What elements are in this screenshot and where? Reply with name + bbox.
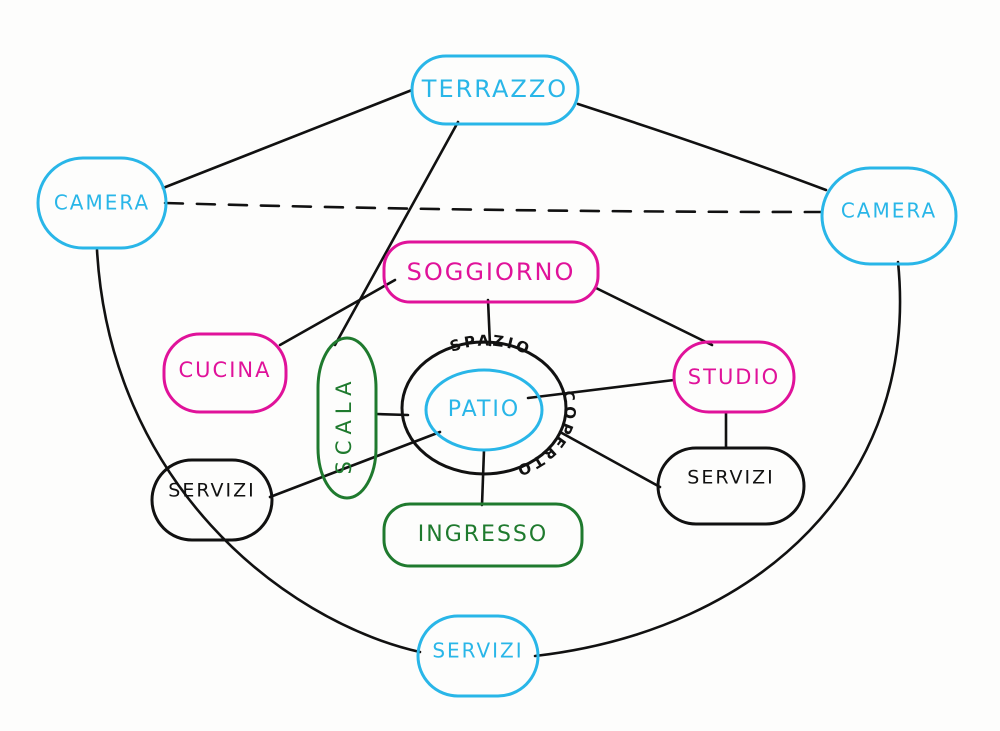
node-servizi-right: SERVIZI	[656, 446, 806, 526]
edge-camera-left-camera-right	[163, 201, 824, 214]
ring-word-spazio: SPAZIO	[448, 332, 535, 360]
node-terrazzo: TERRAZZO	[410, 54, 580, 126]
node-soggiorno-shape	[382, 240, 600, 304]
node-servizi-left: SERVIZI	[150, 458, 274, 542]
edge-patio-ingresso	[480, 448, 486, 507]
node-studio: STUDIO	[672, 340, 796, 414]
edge-studio-patio	[526, 378, 676, 400]
node-camera-left: CAMERA	[36, 156, 168, 250]
node-cucina-label: CUCINA	[179, 358, 272, 382]
node-camera-right: CAMERA	[820, 166, 958, 266]
node-ingresso-label: INGRESSO	[418, 522, 548, 547]
node-scala-shape	[316, 336, 378, 500]
node-spazio-coperto-shape	[400, 340, 568, 476]
node-servizi-left-shape	[150, 458, 274, 542]
node-camera-left-label: CAMERA	[54, 191, 150, 215]
node-servizi-right-label: SERVIZI	[687, 467, 774, 489]
node-servizi-bottom: SERVIZI	[416, 614, 540, 698]
edge-soggiorno-spazio-coperto	[486, 298, 492, 347]
node-servizi-right-shape	[656, 446, 806, 526]
nodes: TERRAZZO CAMERA CAMERA SOGGIORNO CUCINA …	[36, 54, 958, 698]
ring-word-coperto: COPERTO	[513, 389, 580, 480]
node-camera-left-shape	[36, 156, 168, 250]
ring-word-coperto-path: COPERTO	[513, 389, 577, 480]
node-scala-label: SCALA	[332, 376, 356, 475]
node-cucina: CUCINA	[162, 332, 288, 414]
edge-terrazzo-scala	[333, 120, 460, 347]
node-servizi-left-label: SERVIZI	[168, 480, 255, 502]
node-studio-shape	[672, 340, 796, 414]
node-studio-label: STUDIO	[688, 365, 780, 389]
edge-camera-right-servizi-bottom	[533, 260, 902, 658]
node-terrazzo-label: TERRAZZO	[421, 75, 568, 103]
edge-spazio-coperto-servizi-right	[558, 430, 662, 489]
edges	[95, 88, 902, 658]
node-servizi-bottom-label: SERVIZI	[432, 639, 523, 663]
node-camera-right-shape	[820, 166, 958, 266]
node-ingresso-shape	[382, 502, 584, 568]
node-terrazzo-shape	[410, 54, 580, 126]
node-scala: SCALA	[316, 336, 378, 500]
edge-terrazzo-camera-right	[576, 102, 828, 192]
node-patio: PATIO	[424, 368, 544, 452]
edge-patio-servizi-left	[268, 430, 442, 499]
edge-terrazzo-camera-left	[161, 88, 414, 190]
ring-word-spazio-path: SPAZIO	[448, 332, 532, 360]
edge-soggiorno-cucina	[278, 278, 397, 347]
node-soggiorno: SOGGIORNO	[382, 240, 600, 304]
node-servizi-bottom-shape	[416, 614, 540, 698]
node-ingresso: INGRESSO	[382, 502, 584, 568]
node-camera-right-label: CAMERA	[841, 199, 937, 223]
edge-soggiorno-studio	[594, 286, 714, 347]
node-patio-label: PATIO	[448, 397, 520, 422]
node-soggiorno-label: SOGGIORNO	[407, 258, 576, 286]
node-patio-shape	[424, 368, 544, 452]
edge-camera-left-servizi-bottom	[95, 248, 422, 654]
node-cucina-shape	[162, 332, 288, 414]
